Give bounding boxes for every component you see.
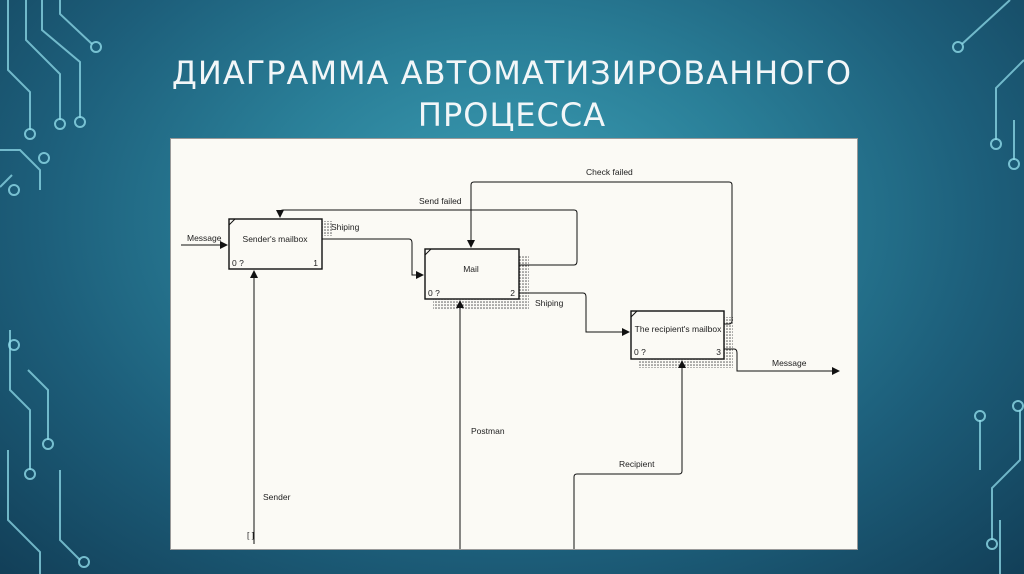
- box-2-corner: [424, 248, 432, 256]
- box-1-corner: [228, 218, 236, 226]
- activity-box-2[interactable]: Mail 0 ? 2: [424, 248, 529, 309]
- box-2-label: Mail: [463, 264, 479, 274]
- label-recipient: Recipient: [619, 459, 655, 469]
- arrow-recipient[interactable]: [573, 360, 686, 549]
- label-message-in: Message: [187, 233, 222, 243]
- box-3-label: The recipient's mailbox: [635, 324, 722, 334]
- label-check-failed: Check failed: [586, 167, 633, 177]
- box-3-cost: 0 ?: [634, 347, 646, 357]
- box-2-shadow-right: [519, 255, 529, 299]
- box-2-frame: [424, 248, 520, 300]
- slide-title-line-1: ДИАГРАММА АВТОМАТИЗИРОВАННОГО: [171, 54, 853, 92]
- box-3-corner: [630, 310, 638, 318]
- diagram-panel: Sender's mailbox 0 ? 1 Mail 0 ? 2 The re…: [170, 138, 858, 550]
- label-shiping-2: Shiping: [535, 298, 564, 308]
- slide-title-line-2: ПРОЦЕССА: [417, 96, 607, 134]
- label-message-out: Message: [772, 358, 807, 368]
- arrow-check-failed[interactable]: [467, 181, 733, 325]
- box-3-frame: [630, 310, 725, 360]
- arrow-message-out[interactable]: [724, 348, 840, 375]
- arrow-shiping-1[interactable]: [322, 238, 424, 279]
- label-shiping-1: Shiping: [331, 222, 360, 232]
- activity-box-1[interactable]: Sender's mailbox 0 ? 1: [228, 218, 332, 270]
- box-3-number: 3: [716, 347, 721, 357]
- box-1-label: Sender's mailbox: [243, 234, 309, 244]
- box-1-shadow-right: [321, 221, 332, 235]
- arrow-send-failed[interactable]: [276, 209, 578, 266]
- box-2-cost: 0 ?: [428, 288, 440, 298]
- box-2-number: 2: [510, 288, 515, 298]
- label-postman: Postman: [471, 426, 505, 436]
- activity-box-3[interactable]: The recipient's mailbox 0 ? 3: [630, 310, 733, 368]
- arrow-shiping-2[interactable]: [519, 292, 630, 336]
- label-tunnel: [ ]: [247, 530, 254, 540]
- box-3-shadow-right: [723, 317, 733, 359]
- slide-title: ДИАГРАММА АВТОМАТИЗИРОВАННОГО ПРОЦЕССА: [0, 52, 1024, 136]
- label-sender: Sender: [263, 492, 291, 502]
- idef0-diagram: Sender's mailbox 0 ? 1 Mail 0 ? 2 The re…: [181, 167, 840, 549]
- label-send-failed: Send failed: [419, 196, 462, 206]
- box-1-cost: 0 ?: [232, 258, 244, 268]
- box-1-number: 1: [313, 258, 318, 268]
- box-1-frame: [228, 218, 323, 270]
